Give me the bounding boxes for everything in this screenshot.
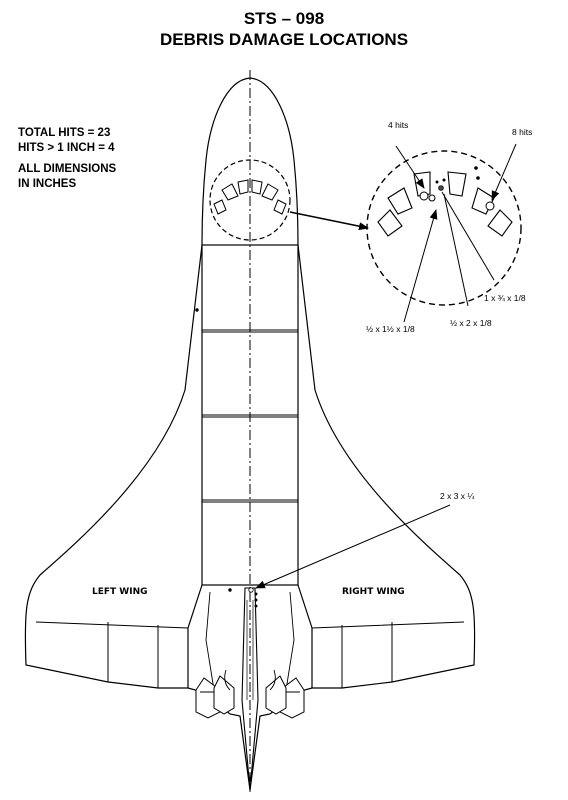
title-line-2: DEBRIS DAMAGE LOCATIONS <box>159 30 409 49</box>
hit-summary: TOTAL HITS = 23 HITS > 1 INCH = 4 ALL DI… <box>18 126 116 192</box>
four-hits-label: 4 hits <box>388 120 408 130</box>
left-wing-label: LEFT WING <box>92 587 148 597</box>
diagram-title: STS – 098 DEBRIS DAMAGE LOCATIONS <box>0 8 568 50</box>
tail-rudder-lines <box>246 600 254 700</box>
aft-fuselage-inner-lines <box>205 591 295 691</box>
detail-pointer-arrow <box>289 211 369 231</box>
center-main-engine-right <box>265 675 287 715</box>
right-elevon-lines <box>311 621 465 688</box>
title-line-1: STS – 098 <box>243 9 325 28</box>
cockpit-zoom-circle <box>209 159 291 241</box>
dimensions-note-line-2: IN INCHES <box>18 178 77 190</box>
detail-leader-lines <box>395 143 517 323</box>
center-main-engine-left <box>213 675 235 715</box>
dimensions-note-line-1: ALL DIMENSIONS <box>18 163 117 175</box>
total-hits-text: TOTAL HITS = 23 <box>18 127 111 139</box>
detail-hit-markers <box>419 166 495 211</box>
aft-fuselage <box>187 584 313 688</box>
damage-dimension-c: ½ x 1½ x 1/8 <box>366 324 415 334</box>
oms-pods <box>224 669 276 691</box>
detail-view-circle <box>366 150 522 306</box>
damage-dimension-b: ½ x 2 x 1/8 <box>450 318 492 328</box>
eight-hits-label: 8 hits <box>512 127 532 137</box>
cockpit-windows <box>213 179 287 215</box>
tail-damage-leader <box>255 504 451 589</box>
large-hits-text: HITS > 1 INCH = 4 <box>18 142 115 154</box>
orbiter-hit-markers <box>195 308 258 608</box>
damage-dimension-d: 2 x 3 x ¼ <box>440 491 475 501</box>
right-wing-label: RIGHT WING <box>342 587 405 597</box>
left-elevon-lines <box>35 621 189 688</box>
detail-windows <box>377 171 513 237</box>
damage-dimension-a: 1 x ¾ x 1/8 <box>484 293 526 303</box>
